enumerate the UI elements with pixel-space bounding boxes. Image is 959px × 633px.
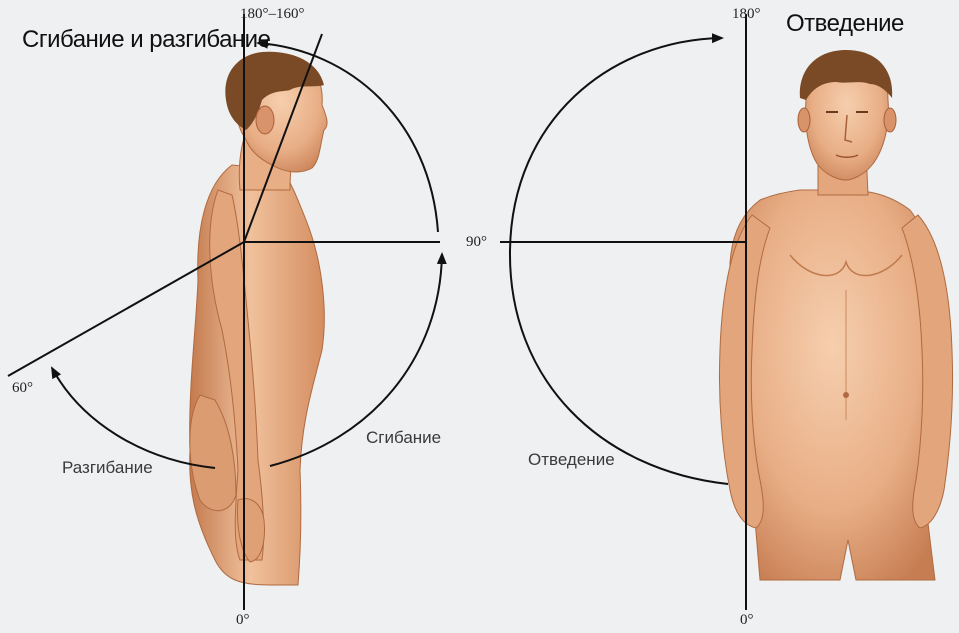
front-ear-left: [798, 108, 810, 132]
label-flexion: Сгибание: [366, 428, 441, 448]
abduction-arc: [510, 38, 728, 484]
degree-label-0-right: 0°: [740, 612, 754, 629]
front-view-figure: [719, 50, 952, 580]
measurement-lines: [8, 14, 746, 610]
label-abduction: Отведение: [528, 450, 615, 470]
side-view-figure: [190, 52, 327, 585]
degree-label-180: 180°: [732, 6, 761, 23]
degree-label-0-left: 0°: [236, 612, 250, 629]
label-extension: Разгибание: [62, 458, 153, 478]
degree-label-90: 90°: [466, 234, 487, 251]
degree-label-180-160: 180°–160°: [240, 6, 305, 23]
front-navel: [843, 392, 849, 398]
title-flexion-extension: Сгибание и разгибание: [22, 26, 270, 54]
side-ear: [256, 106, 274, 134]
degree-label-60: 60°: [12, 380, 33, 397]
front-ear-right: [884, 108, 896, 132]
title-abduction: Отведение: [786, 10, 904, 38]
